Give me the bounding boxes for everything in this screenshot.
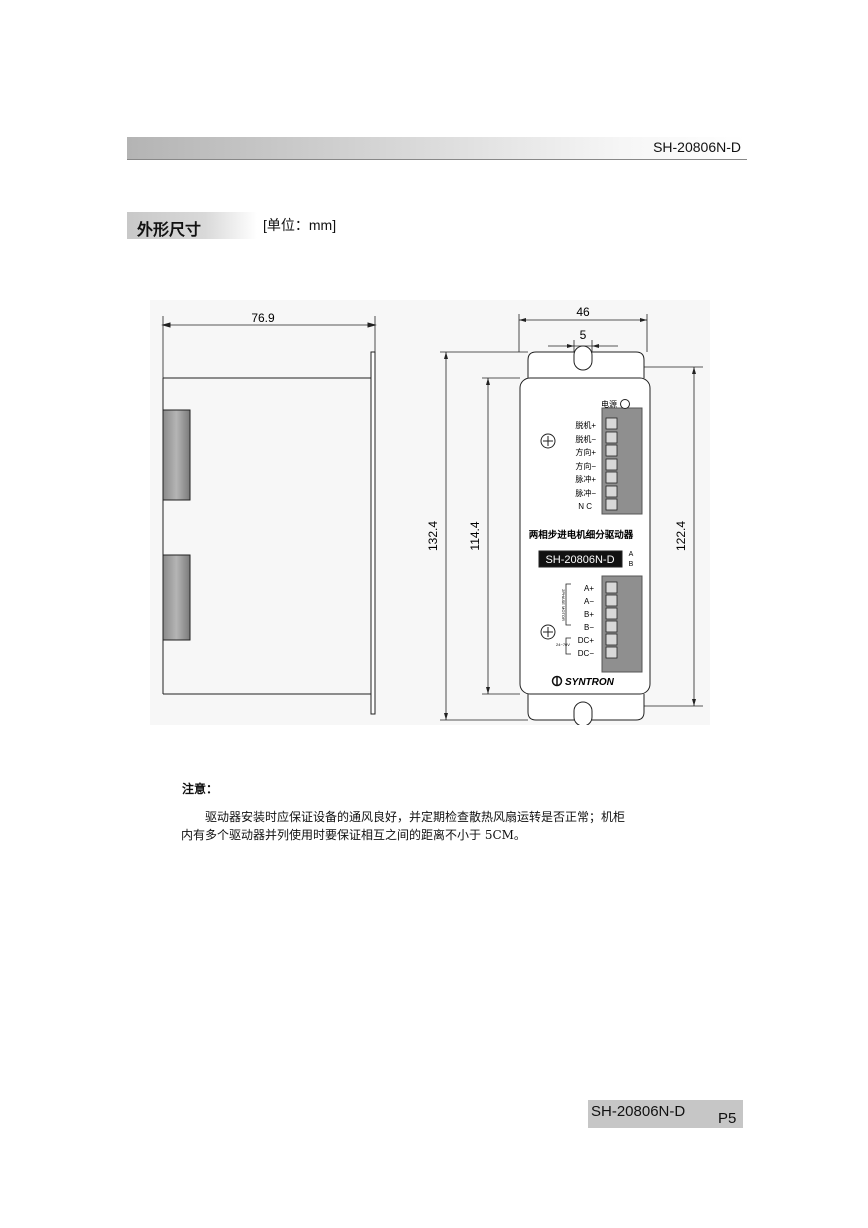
terminal-label: A− — [584, 597, 594, 606]
dim-height-mount: 122.4 — [674, 521, 688, 551]
motor-bracket-text: 2PHASE MOTOR — [561, 589, 566, 621]
section-tab — [127, 212, 257, 239]
power-terminal-block: A+ A− B+ B− DC+ DC− 2PHASE MOTOR 24~70V — [556, 581, 618, 659]
note-title: 注意： — [182, 782, 219, 796]
terminal-label: B+ — [584, 610, 594, 619]
side-view — [161, 316, 377, 715]
dim-height-body: 114.4 — [468, 521, 482, 550]
section-title: 外形尺寸 — [137, 222, 202, 239]
terminal-label: 脉冲− — [575, 488, 596, 498]
terminal-label: A+ — [584, 584, 594, 593]
dimension-arrows — [444, 318, 696, 720]
dim-height-total: 132.4 — [426, 521, 440, 551]
terminal-label: 脉冲+ — [575, 474, 596, 484]
header-model-code: SH-20806N-D — [653, 139, 741, 155]
terminal-label: 脱机+ — [575, 420, 596, 430]
signal-terminal-block: 脱机+ 脱机− 方向+ 方向− 脉冲+ 脉冲− N C — [575, 417, 618, 511]
note-line-2: 内有多个驱动器并列使用时要保证相互之间的距离不小于 5CM。 — [181, 828, 526, 842]
note-line-1: 驱动器安装时应保证设备的通风良好，并定期检查散热风扇运转是否正常；机柜 — [205, 810, 626, 824]
header-rule — [127, 159, 747, 160]
terminal-label: 方向− — [575, 461, 596, 471]
dim-width-side: 76.9 — [251, 311, 275, 325]
dimension-drawing: 76.9 — [150, 300, 710, 725]
page-number: P5 — [718, 1110, 737, 1127]
footer-box — [588, 1100, 743, 1128]
unit-label: [单位：mm] — [263, 217, 337, 233]
ab-label-b: B — [629, 561, 634, 568]
terminal-label: N C — [578, 502, 592, 511]
dim-width-front: 46 — [576, 305, 590, 319]
footer-model-code: SH-20806N-D — [591, 1103, 686, 1120]
brand-logo: SYNTRON — [551, 675, 615, 688]
terminal-label: DC+ — [578, 636, 595, 645]
dimension-drawing-svg: 76.9 — [161, 305, 703, 725]
terminal-label: DC− — [578, 649, 595, 658]
model-label: SH-20806N-D — [545, 554, 614, 566]
terminal-label: B− — [584, 623, 594, 632]
header-bar — [127, 137, 747, 159]
power-bracket-text: 24~70V — [556, 642, 570, 647]
front-view — [519, 345, 651, 725]
note-body: 驱动器安装时应保证设备的通风良好，并定期检查散热风扇运转是否正常；机柜 内有多个… — [181, 808, 671, 844]
terminal-label: 脱机− — [575, 434, 596, 444]
ab-label-a: A — [629, 551, 634, 558]
brand-name: SYNTRON — [565, 677, 615, 688]
dim-slot: 5 — [580, 328, 587, 342]
product-name: 两相步进电机细分驱动器 — [529, 529, 634, 541]
power-indicator-label: 电源 — [601, 399, 617, 409]
terminal-label: 方向+ — [575, 447, 596, 457]
